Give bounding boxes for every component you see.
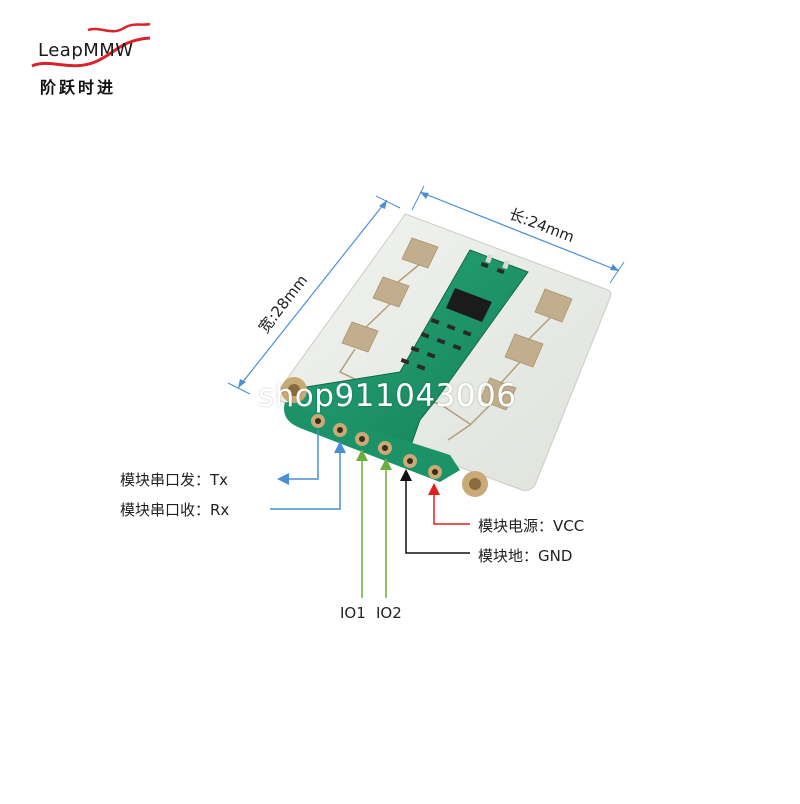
antenna-patches-left: [341, 237, 439, 353]
width-label: 宽:28mm: [255, 272, 311, 337]
pin-header-holes: [311, 414, 442, 479]
logo-swoosh: [31, 36, 151, 68]
tx-label: 模块串口发：Tx: [120, 471, 229, 489]
length-dimension: [411, 185, 625, 284]
io2-label: IO2: [376, 604, 402, 622]
gnd-label: 模块地：GND: [478, 547, 573, 565]
width-dimension: [227, 195, 401, 395]
vcc-callout: [428, 483, 470, 525]
rx-label: 模块串口收：Rx: [120, 501, 230, 519]
rx-callout: [270, 441, 346, 510]
mounting-holes: [281, 377, 488, 497]
io1-label: IO1: [340, 604, 366, 622]
logo-swoosh-top: [87, 22, 151, 33]
antenna-patches-right: [479, 288, 573, 411]
antenna-feedlines-right: [447, 317, 551, 441]
logo-brand: LeapMMW: [38, 40, 134, 61]
gnd-callout: [400, 469, 470, 554]
logo-chinese: 阶跃时进: [40, 78, 117, 97]
watermark: shop911043006: [258, 378, 517, 414]
pcb-pads: [485, 253, 510, 270]
ic-chip: [446, 288, 492, 322]
tx-callout: [277, 430, 319, 485]
vcc-label: 模块电源：VCC: [478, 517, 585, 535]
smd-components: [400, 262, 505, 371]
